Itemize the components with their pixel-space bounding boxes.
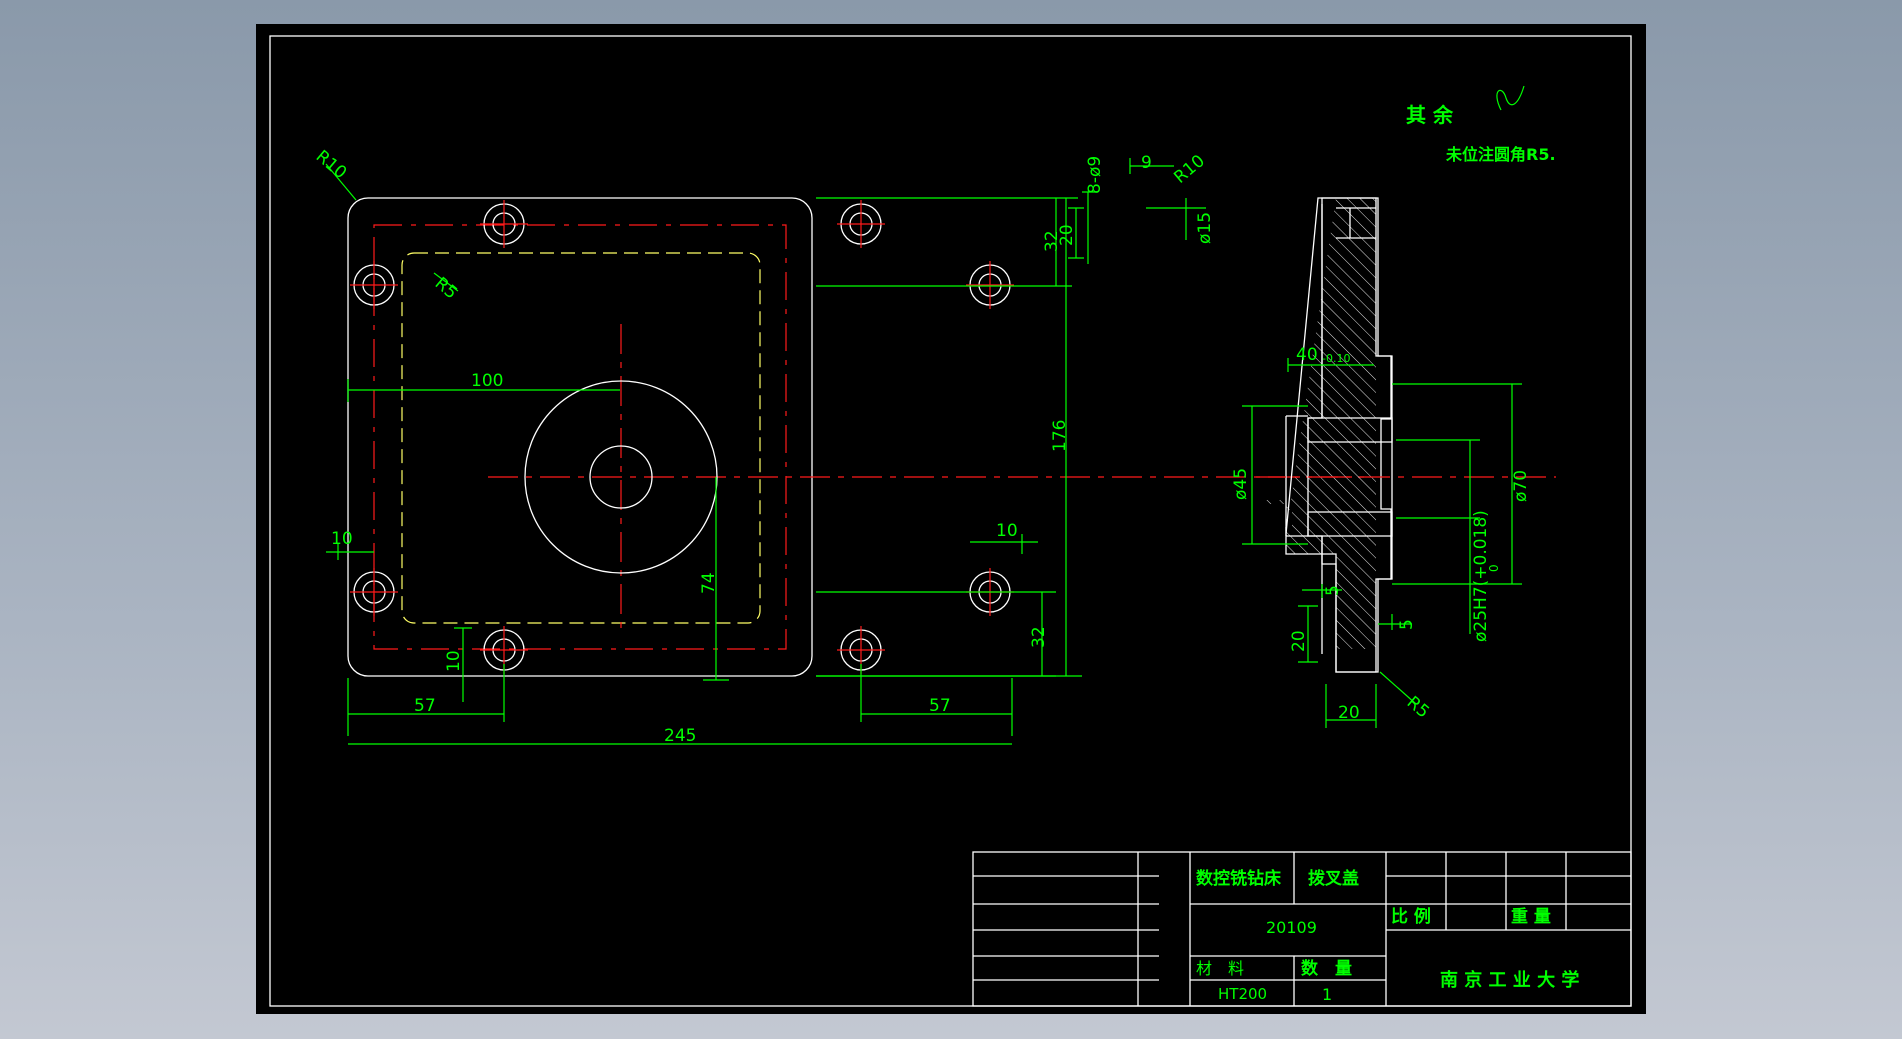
sheet-frame (269, 35, 1632, 1007)
sec-holes-8-9: 8-ø9 (1085, 156, 1105, 194)
sec-dim-20-bottom: 20 (1289, 630, 1309, 652)
bore-circle (589, 445, 653, 509)
dim-10-right: 10 (996, 521, 1018, 541)
hub-face (1285, 415, 1308, 537)
sec-bore-25h7: ø25H7(+0.018) (1471, 510, 1491, 642)
tb-drawing-no: 20109 (1266, 918, 1317, 937)
cad-drawing: R10 R5 100 32 176 10 10 74 32 10 57 57 2… (269, 35, 1632, 1007)
sec-dim-45: ø45 (1231, 468, 1251, 500)
dim-32-bottom: 32 (1029, 626, 1049, 648)
front-view: R10 R5 100 32 176 10 10 74 32 10 57 57 2… (312, 147, 1366, 746)
hub-outline (1307, 417, 1393, 537)
dim-245: 245 (664, 726, 696, 746)
dim-57-left: 57 (414, 696, 436, 716)
dim-10-left: 10 (331, 529, 353, 549)
section-view: 8-ø9 9 R10 20 ø15 40 -0.10 ø45 ø70 ø25H7… (1057, 151, 1556, 728)
section-hatch (1266, 198, 1376, 649)
sec-dim-40: 40 (1296, 345, 1318, 365)
sec-dim-20-width: 20 (1338, 703, 1360, 723)
sec-dim-5a: 5 (1323, 585, 1343, 596)
fillet-note: 未位注圆角R5. (1445, 145, 1556, 164)
sec-r10: R10 (1170, 151, 1208, 188)
surface-finish-icon (1496, 85, 1525, 111)
sec-bore-tol-low: 0 (1487, 564, 1501, 572)
tb-machine: 数控铣钻床 (1196, 868, 1282, 889)
dim-176: 176 (1050, 420, 1070, 452)
sec-dim-5b: 5 (1397, 619, 1417, 630)
surface-rest-note: 其 余 (1406, 103, 1454, 127)
sec-dim-15: ø15 (1195, 212, 1215, 244)
dim-100: 100 (471, 371, 503, 391)
bolt-holes (350, 200, 1014, 674)
r10-label: R10 (312, 147, 350, 184)
tb-quantity-label: 数 量 (1301, 958, 1352, 979)
tb-scale-label: 比 例 (1391, 906, 1431, 927)
tb-part-name: 拨叉盖 (1308, 868, 1359, 889)
dim-57-right: 57 (929, 696, 951, 716)
tb-school: 南 京 工 业 大 学 (1440, 969, 1579, 991)
boss-circle (524, 380, 718, 574)
tb-quantity: 1 (1322, 985, 1332, 1004)
dim-32-top: 32 (1042, 230, 1062, 252)
dim-10-bottom: 10 (444, 650, 464, 672)
front-dimensions (325, 163, 1082, 745)
drawing-sheet: R10 R5 100 32 176 10 10 74 32 10 57 57 2… (256, 24, 1646, 1014)
section-dimensions (1068, 158, 1522, 728)
tb-material-label: 材 料 (1196, 959, 1244, 978)
bolt-circle-path (373, 224, 787, 650)
dim-74: 74 (699, 572, 719, 594)
cavity-hidden (401, 252, 761, 624)
bolt-hole-top (1336, 207, 1376, 239)
sec-dim-9: 9 (1141, 153, 1152, 173)
sec-dim-20-top: 20 (1057, 224, 1077, 246)
title-block (972, 851, 1632, 1007)
sec-dim-70: ø70 (1511, 470, 1531, 502)
r5-label: R5 (431, 274, 461, 304)
tb-material: HT200 (1218, 985, 1267, 1003)
sec-tol-40: -0.10 (1322, 352, 1350, 365)
plate-outline (347, 197, 813, 677)
tb-weight-label: 重 量 (1511, 906, 1551, 927)
